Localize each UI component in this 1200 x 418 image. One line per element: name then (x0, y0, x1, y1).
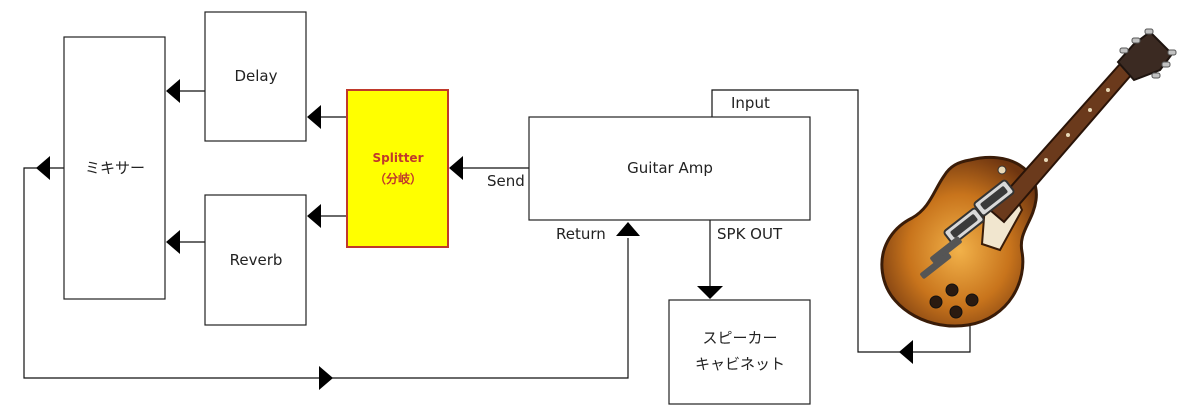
splitter-label: Splitter (373, 151, 424, 165)
arrow-into-mixer-upper (166, 79, 180, 103)
port-input-label: Input (731, 94, 770, 112)
guitar-amp-box: Guitar Amp (528, 116, 811, 221)
electric-guitar-icon (880, 28, 1177, 328)
port-spk-out-label: SPK OUT (717, 225, 783, 243)
arrow-into-splitter (449, 156, 463, 180)
mixer-label: ミキサー (85, 159, 145, 177)
splitter-box: Splitter （分岐） (346, 89, 449, 248)
mixer-box: ミキサー (63, 36, 166, 300)
arrow-into-return (616, 222, 640, 236)
port-return-label: Return (556, 225, 606, 243)
wire-guitar-to-input (711, 89, 971, 353)
reverb-label: Reverb (230, 251, 283, 269)
cabinet-label-line1: スピーカー (702, 329, 777, 347)
guitar-amp-label: Guitar Amp (627, 159, 713, 177)
reverb-box: Reverb (204, 194, 307, 326)
arrow-mixer-out (36, 156, 50, 180)
cabinet-label-line2: キャビネット (695, 355, 785, 373)
arrow-into-reverb (307, 204, 321, 228)
splitter-sublabel: （分岐） (374, 171, 422, 186)
arrow-into-mixer-lower (166, 230, 180, 254)
arrow-into-delay (307, 105, 321, 129)
delay-box: Delay (204, 11, 307, 142)
arrow-bottom-loop (319, 366, 333, 390)
speaker-cabinet-box: スピーカー キャビネット (668, 299, 811, 405)
arrow-into-cabinet (697, 286, 723, 299)
delay-label: Delay (234, 67, 277, 85)
arrow-guitar-cable (899, 340, 913, 364)
port-send-label: Send (487, 172, 525, 190)
